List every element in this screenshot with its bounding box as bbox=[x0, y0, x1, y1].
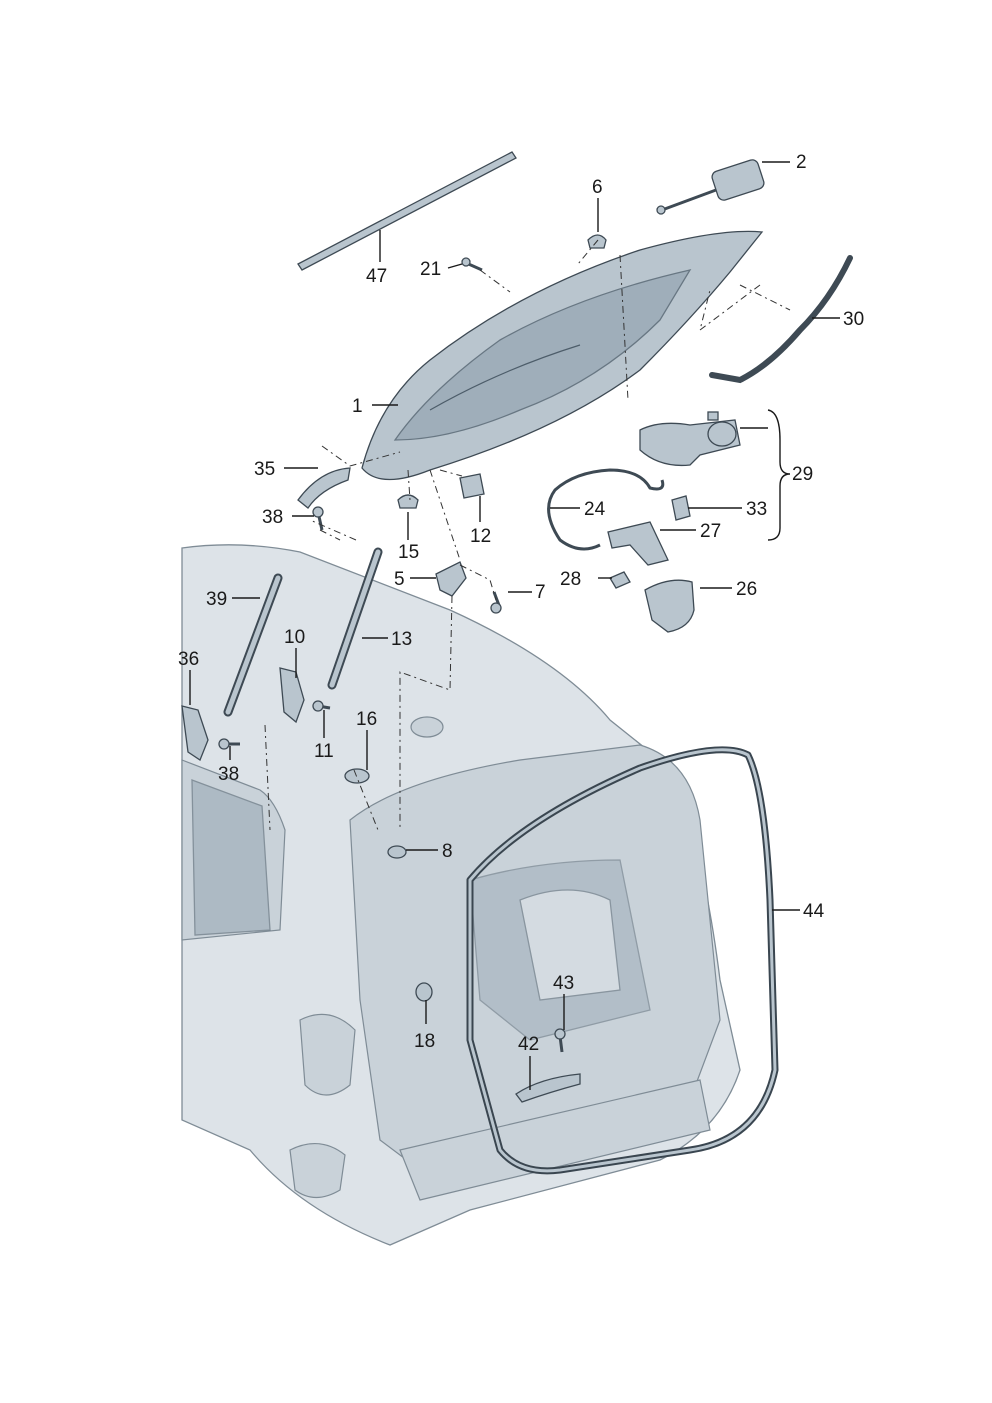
callout-24: 24 bbox=[584, 499, 606, 520]
seal-strip-30 bbox=[709, 255, 853, 384]
callout-6: 6 bbox=[592, 177, 603, 198]
callout-18: 18 bbox=[414, 1031, 435, 1052]
callout-5: 5 bbox=[394, 569, 405, 590]
callout-10: 10 bbox=[284, 627, 305, 648]
callout-42: 42 bbox=[518, 1034, 539, 1055]
callout-21: 21 bbox=[420, 259, 441, 280]
tailgate-panel-1 bbox=[361, 230, 764, 481]
callout-labels: 1 2 6 21 47 30 29 33 27 24 26 28 35 38 1… bbox=[178, 152, 864, 1055]
lock-motor-unit-29 bbox=[639, 411, 741, 467]
callout-2: 2 bbox=[796, 152, 807, 173]
clip-33 bbox=[671, 495, 691, 521]
striker-42 bbox=[515, 1073, 581, 1103]
gas-strut-13 bbox=[327, 547, 383, 690]
callout-13: 13 bbox=[391, 629, 412, 650]
handle-switch-2 bbox=[656, 159, 765, 215]
bolt-38-upper bbox=[312, 506, 324, 531]
callout-11: 11 bbox=[314, 741, 334, 762]
hinge-35 bbox=[297, 467, 351, 509]
callout-33: 33 bbox=[746, 499, 767, 520]
grommet-8 bbox=[387, 845, 407, 859]
callout-27: 27 bbox=[700, 521, 721, 542]
callout-7: 7 bbox=[535, 582, 546, 603]
callout-38-lower: 38 bbox=[218, 764, 239, 785]
gas-strut-39 bbox=[223, 573, 283, 717]
callout-26: 26 bbox=[736, 579, 757, 600]
nut-18 bbox=[415, 982, 433, 1002]
callout-30: 30 bbox=[843, 309, 864, 330]
trim-strip-47 bbox=[297, 151, 517, 271]
callout-43: 43 bbox=[553, 973, 574, 994]
bracket-10 bbox=[279, 667, 305, 724]
callout-44: 44 bbox=[803, 901, 825, 922]
cover-26 bbox=[644, 579, 695, 633]
callout-29: 29 bbox=[792, 464, 813, 485]
cable-24 bbox=[547, 468, 665, 551]
callout-15: 15 bbox=[398, 542, 419, 563]
plug-16 bbox=[344, 768, 370, 784]
latch-5 bbox=[435, 561, 467, 597]
buffer-12 bbox=[459, 473, 485, 499]
bolt-43 bbox=[554, 1028, 566, 1053]
bolt-21 bbox=[461, 257, 483, 272]
callout-47: 47 bbox=[366, 266, 387, 287]
vehicle-rear-body bbox=[181, 544, 741, 1246]
nut-28 bbox=[609, 571, 631, 589]
callout-39: 39 bbox=[206, 589, 227, 610]
callout-1: 1 bbox=[352, 396, 363, 417]
bracket-27 bbox=[607, 521, 669, 566]
callout-16: 16 bbox=[356, 709, 377, 730]
screw-7 bbox=[490, 591, 502, 614]
callout-36: 36 bbox=[178, 649, 199, 670]
callout-8: 8 bbox=[442, 841, 453, 862]
bracket-36 bbox=[181, 705, 209, 761]
buffer-15 bbox=[397, 494, 419, 509]
callout-12: 12 bbox=[470, 526, 491, 547]
callout-35: 35 bbox=[254, 459, 275, 480]
callout-28: 28 bbox=[560, 569, 581, 590]
callout-38-upper: 38 bbox=[262, 507, 283, 528]
bolt-11 bbox=[312, 700, 331, 712]
bolt-38-lower bbox=[218, 738, 240, 750]
